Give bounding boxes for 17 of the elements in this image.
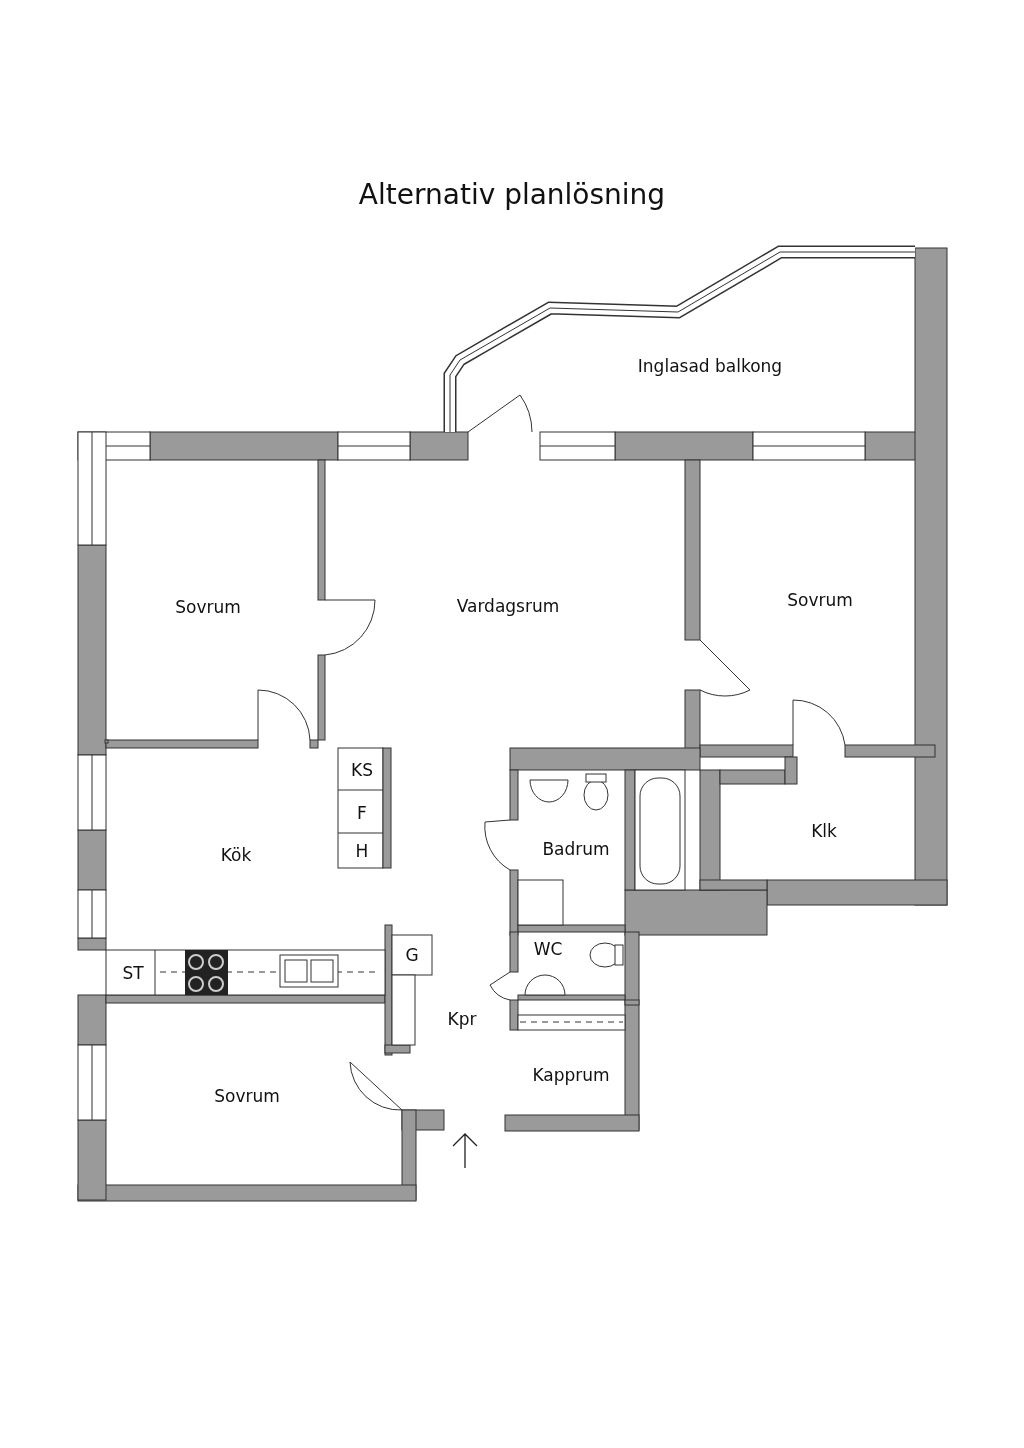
fixture-label: ST (122, 963, 144, 983)
fixture-label: H (355, 841, 369, 861)
fixture-label: KS (351, 760, 373, 780)
room-label: Klk (811, 821, 837, 841)
room-label: WC (533, 939, 563, 959)
room-label: Badrum (542, 839, 610, 859)
plan-title: Alternativ planlösning (357, 178, 667, 211)
room-label: Kapprum (532, 1065, 610, 1085)
room-label: Kök (220, 845, 252, 865)
room-label: Sovrum (214, 1086, 280, 1106)
room-label: Inglasad balkong (637, 356, 783, 376)
fixture-label: F (357, 803, 367, 823)
room-label: Kpr (447, 1009, 477, 1029)
room-label: Sovrum (787, 590, 853, 610)
fixture-label: G (405, 945, 419, 965)
room-label: Sovrum (175, 597, 241, 617)
room-label: Vardagsrum (456, 596, 560, 616)
